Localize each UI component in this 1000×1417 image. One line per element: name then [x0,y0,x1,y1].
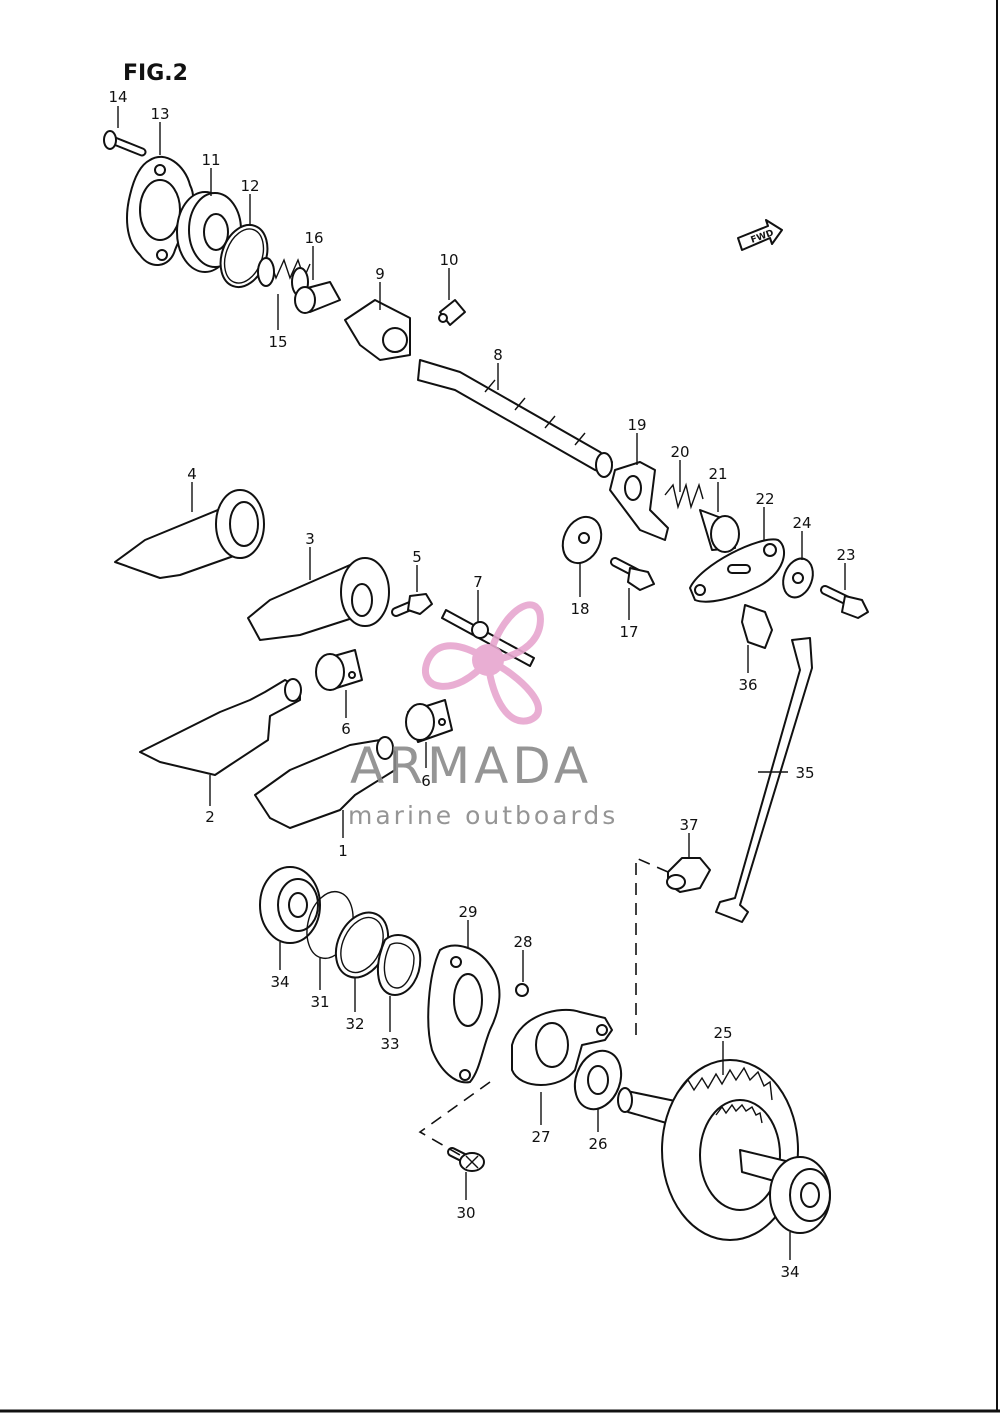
part-3-valve [247,557,390,641]
callout-1: 1 [338,842,348,860]
fwd-arrow-icon: FWD [737,219,783,251]
part-1-valve [254,736,396,829]
part-24-washer [782,557,814,599]
callout-11: 11 [201,151,220,169]
part-18-washer [561,515,603,565]
part-23-bolt [820,585,869,619]
part-30-screw [447,1147,485,1172]
part-20-spring [664,482,704,510]
callout-12: 12 [240,177,259,195]
callout-30: 30 [456,1204,475,1222]
part-26-washer [573,1049,623,1111]
callout-35: 35 [795,764,814,782]
part-16-bushing [294,281,341,314]
part-33-gasket [377,934,422,996]
callout-4: 4 [187,465,197,483]
callout-labels: 14 13 11 12 16 15 9 10 8 4 3 5 7 19 20 2… [108,88,855,1281]
part-17-bolt [610,557,655,591]
callout-34-right: 34 [780,1263,799,1281]
callout-25: 25 [713,1024,732,1042]
part-2-valve [139,678,302,776]
callout-19: 19 [627,416,646,434]
part-8-shaft [417,359,613,478]
part-9-lever [344,299,411,361]
leader-lines [117,106,846,1260]
callout-9: 9 [375,265,385,283]
part-34-bearing-left [259,866,321,944]
part-36-clip [741,604,773,649]
alignment-line-clip [635,856,669,1035]
callout-15: 15 [268,333,287,351]
callout-10: 10 [439,251,458,269]
callout-28: 28 [513,933,532,951]
part-25-gear-shaft [617,1059,799,1241]
part-4-valve [114,489,265,579]
callout-6-lower: 6 [421,772,431,790]
callout-22: 22 [755,490,774,508]
callout-13: 13 [150,105,169,123]
part-37-clip [666,857,711,893]
armada-watermark: ARMADA marine outboards [348,601,618,830]
part-22-link-plate [689,538,786,603]
callout-24: 24 [792,514,811,532]
callout-17: 17 [619,623,638,641]
callout-6-upper: 6 [341,720,351,738]
part-21-collar [699,509,740,553]
callout-20: 20 [670,443,689,461]
callout-3: 3 [305,530,315,548]
watermark-brand: ARMADA [350,737,592,795]
part-32-o-ring [334,911,390,979]
part-19-bracket [609,461,669,541]
part-28-ball [515,983,529,997]
callout-33: 33 [380,1035,399,1053]
part-6-collar-lower [405,699,453,743]
callout-8: 8 [493,346,503,364]
part-10-set-screw [438,299,466,326]
propeller-logo-icon [422,601,544,725]
part-34-bearing-right [769,1156,831,1234]
part-29-cover [427,944,501,1084]
callout-21: 21 [708,465,727,483]
alignment-line-screw [418,1081,491,1156]
part-35-rod [715,637,813,923]
callout-18: 18 [570,600,589,618]
callout-34-left: 34 [270,973,289,991]
callout-2: 2 [205,808,215,826]
part-5-bolt [391,593,433,617]
callout-23: 23 [836,546,855,564]
callout-16: 16 [304,229,323,247]
callout-36: 36 [738,676,757,694]
callout-5: 5 [412,548,422,566]
callout-31: 31 [310,993,329,1011]
watermark-tagline: marine outboards [348,801,618,830]
figure-title: FIG.2 [123,61,188,86]
callout-26: 26 [588,1135,607,1153]
callout-37: 37 [679,816,698,834]
callout-29: 29 [458,903,477,921]
part-6-collar-upper [315,649,363,691]
callout-14: 14 [108,88,127,106]
part-27-cam [511,1008,613,1086]
callout-32: 32 [345,1015,364,1033]
callout-7: 7 [473,573,483,591]
part-14-screw [103,130,147,157]
callout-27: 27 [531,1128,550,1146]
